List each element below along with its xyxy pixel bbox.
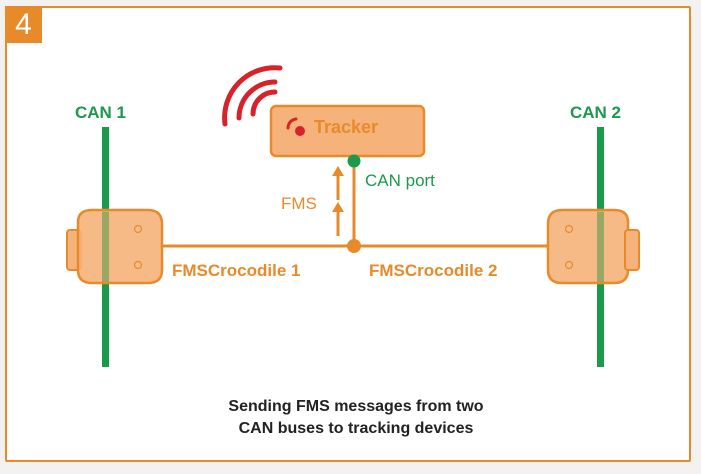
fms-flow-label: FMS bbox=[281, 194, 317, 213]
fms-crocodile-1-device bbox=[66, 208, 164, 285]
can-bus-2-overlay bbox=[597, 212, 604, 282]
step-number-badge: 4 bbox=[5, 6, 42, 43]
junction-dot bbox=[347, 239, 361, 253]
caption-line-1: Sending FMS messages from two bbox=[228, 398, 483, 415]
can-port-dot bbox=[347, 154, 361, 168]
wireless-signal-icon bbox=[222, 65, 283, 127]
fms-flow-arrows bbox=[332, 166, 344, 236]
caption-line-2: CAN buses to tracking devices bbox=[239, 420, 474, 437]
can-bus-2-label: CAN 2 bbox=[570, 103, 621, 122]
fms-crocodile-2-label: FMSCrocodile 2 bbox=[369, 261, 497, 280]
can-bus-1-overlay bbox=[102, 212, 109, 282]
fms-crocodile-2-device bbox=[546, 208, 640, 285]
tracker-label: Tracker bbox=[314, 117, 378, 137]
can-port-label: CAN port bbox=[365, 171, 435, 190]
fms-crocodile-1-label: FMSCrocodile 1 bbox=[172, 261, 300, 280]
tracker-signal-icon bbox=[286, 117, 305, 136]
can-bus-1-label: CAN 1 bbox=[75, 103, 126, 122]
tracker-device bbox=[269, 104, 426, 158]
